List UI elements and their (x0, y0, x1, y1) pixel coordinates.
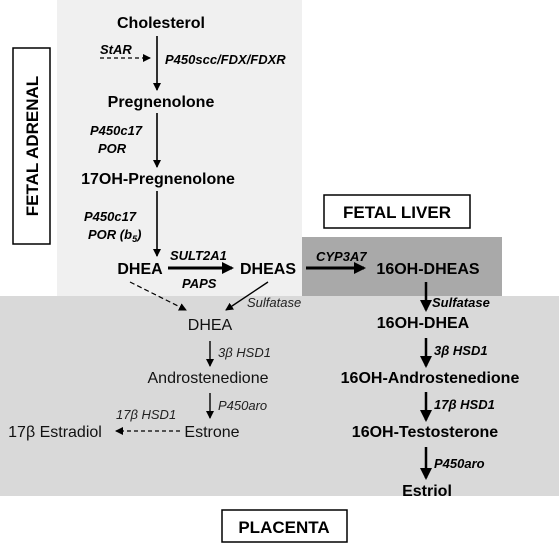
node-17oh-pregnenolone: 17OH-Pregnenolone (81, 171, 235, 188)
arrow-dhea-to-placenta (129, 281, 187, 311)
placenta-label: PLACENTA (238, 518, 329, 537)
enzyme-p450c17-b: P450c17 (84, 209, 137, 224)
enzyme-sulfatase-placenta: Sulfatase (247, 295, 301, 310)
node-androstenedione: Androstenedione (148, 370, 269, 387)
enzyme-3b-hsd1-a: 3β HSD1 (218, 345, 271, 360)
enzyme-17b-hsd1-b: 17β HSD1 (434, 397, 495, 412)
fetal-adrenal-region (57, 0, 302, 296)
fetal-adrenal-label: FETAL ADRENAL (23, 76, 42, 216)
placenta-region (0, 296, 559, 496)
node-dhea-placenta: DHEA (188, 317, 233, 334)
node-estriol: Estriol (402, 483, 452, 500)
enzyme-por-b5: POR (b5) (88, 227, 141, 244)
enzyme-p450aro-a: P450aro (218, 398, 267, 413)
fetal-adrenal-label-box (12, 47, 51, 245)
enzyme-cyp3a7: CYP3A7 (316, 249, 367, 264)
fetal-liver-label-box (323, 194, 471, 229)
enzyme-p450c17-a: P450c17 (90, 123, 143, 138)
enzyme-p450aro-b: P450aro (434, 456, 485, 471)
node-estrone: Estrone (184, 424, 239, 441)
enzyme-3b-hsd1-b: 3β HSD1 (434, 343, 488, 358)
enzyme-paps: PAPS (182, 276, 217, 291)
node-16oh-dhea: 16OH-DHEA (377, 315, 470, 332)
enzyme-sulfatase-liver: Sulfatase (432, 295, 490, 310)
enzyme-star: StAR (100, 42, 132, 57)
fetal-liver-label: FETAL LIVER (343, 203, 451, 222)
node-16oh-androstenedione: 16OH-Androstenedione (341, 370, 520, 387)
node-pregnenolone: Pregnenolone (108, 94, 215, 111)
node-16oh-testosterone: 16OH-Testosterone (352, 424, 499, 441)
enzyme-por-a: POR (98, 141, 127, 156)
node-16oh-dheas: 16OH-DHEAS (376, 261, 479, 278)
node-estradiol: 17β Estradiol (8, 424, 102, 441)
enzyme-p450scc: P450scc/FDX/FDXR (165, 52, 286, 67)
arrow-dheas-to-placenta (225, 281, 269, 311)
node-dheas: DHEAS (240, 261, 296, 278)
placenta-label-box (221, 509, 348, 543)
node-cholesterol: Cholesterol (117, 15, 205, 32)
enzyme-sult2a1: SULT2A1 (170, 248, 227, 263)
enzyme-17b-hsd1: 17β HSD1 (116, 407, 176, 422)
node-dhea-adrenal: DHEA (117, 261, 163, 278)
